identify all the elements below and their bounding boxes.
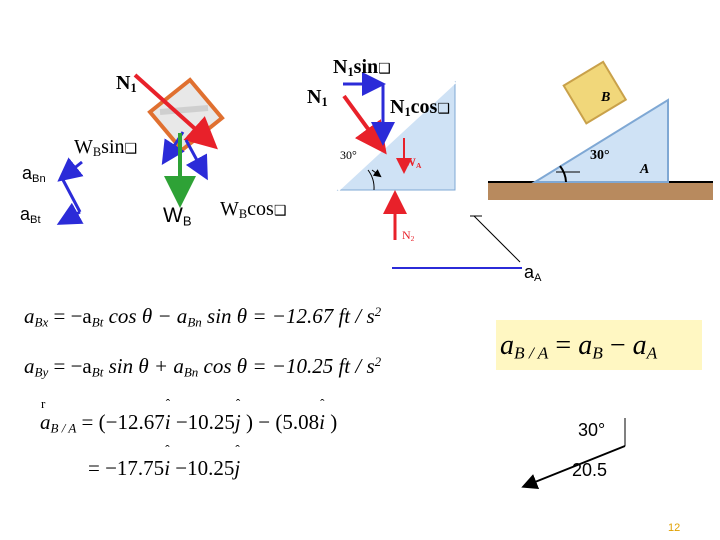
- triangle-angle-label: 30°: [578, 420, 606, 440]
- vector-triangle: [521, 418, 626, 489]
- n1-cos-label: N1cos❑: [390, 96, 450, 120]
- block-a-label: A: [640, 162, 650, 177]
- n1-arrow: [133, 73, 218, 150]
- theta-box-icon: ❑: [378, 61, 391, 77]
- wedge-n1-arrow: [342, 94, 387, 155]
- theta-box-icon: ❑: [273, 203, 287, 219]
- theta-box-icon: ❑: [437, 101, 450, 117]
- block-b-fbd: [147, 77, 225, 153]
- angle-big-label: 30°: [590, 148, 610, 163]
- n1-right-label: N1: [307, 86, 328, 110]
- wb-cos-arrow: [184, 139, 208, 181]
- aa-vertical: [473, 215, 521, 263]
- angle-small-label: 30°: [340, 148, 357, 162]
- page-number: 12: [668, 522, 681, 534]
- equation-relative: aB / A = aB − aA: [500, 330, 658, 363]
- wb-label: WB: [163, 204, 192, 229]
- n1-sin-label: N1sin❑: [333, 56, 391, 80]
- wb-sin-label: WBsin❑: [74, 136, 138, 160]
- triangle-value-label: 20.5: [572, 460, 608, 480]
- n1-left-label: N1: [116, 72, 137, 96]
- block-b-label: B: [601, 90, 611, 105]
- abn-label: aBn: [22, 163, 46, 185]
- relative-accel-box: [496, 320, 702, 370]
- incline-scene: [488, 60, 713, 200]
- n2-label: N2: [402, 228, 415, 243]
- theta-box-icon: ❑: [124, 141, 138, 157]
- wedge-a-fbd: [336, 80, 457, 192]
- abt-label: aBt: [20, 204, 41, 226]
- equation-abx: aBx = −aBt cos θ − aBn sin θ = −12.67 ft…: [24, 304, 382, 330]
- block-b-accel-components: [56, 157, 84, 225]
- aa-label: aA: [524, 262, 542, 284]
- equation-aby: aBy = −aBt sin θ + aBn cos θ = −10.25 ft…: [24, 354, 382, 380]
- wa-label: WA: [404, 155, 422, 170]
- wb-cos-label: WBcos❑: [220, 198, 287, 222]
